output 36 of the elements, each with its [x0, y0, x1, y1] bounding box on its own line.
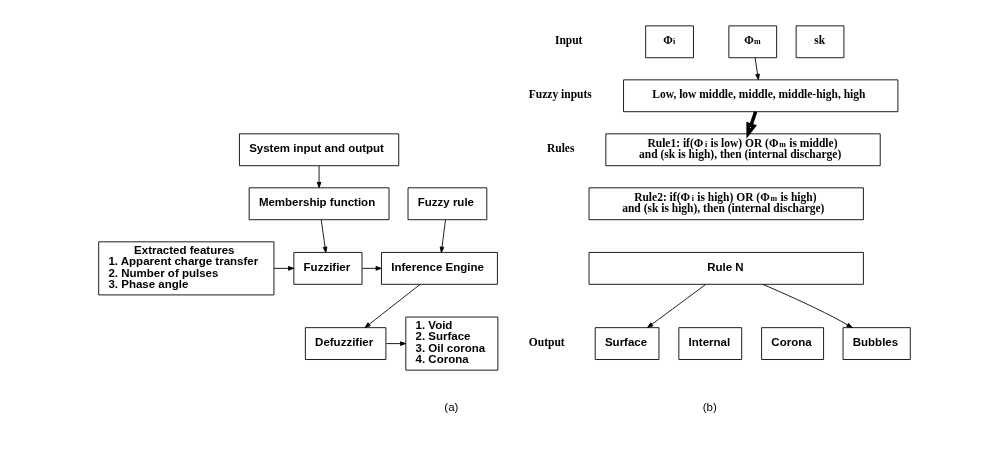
- node-box: Fuzzy rule: [407, 187, 487, 221]
- node-box: Fuzzifier: [292, 252, 362, 285]
- label: (a): [443, 401, 458, 414]
- node-box: Defuzzifier: [304, 327, 386, 360]
- node-box: Membership function: [248, 187, 389, 221]
- label: (b): [702, 401, 717, 414]
- node-box: sk: [795, 25, 844, 59]
- label: Fuzzy inputs: [528, 87, 592, 100]
- node-box: Rule1: if(Φi is low) OR (Φm is middle) and (sk is high), then (internal discharge): [604, 133, 881, 167]
- node-box: Low, low middle, middle, middle-high, high: [622, 79, 898, 113]
- arrow: [316, 165, 321, 189]
- node-box: Extracted features 1. Apparent charge transfer 2. Number of pulses 3. Phase angle: [97, 241, 274, 296]
- node-box: Rule2: if(Φi is high) OR (Φm is high) and (sk is high), then (internal discharge): [588, 187, 864, 221]
- node-box: Φi: [644, 25, 694, 59]
- label: Rules: [546, 141, 574, 154]
- arrow: [754, 57, 760, 81]
- arrow: [320, 219, 327, 253]
- arrow: [745, 111, 757, 139]
- arrow: [361, 266, 382, 271]
- arrow: [761, 283, 853, 328]
- arrow: [364, 284, 420, 328]
- arrow: [439, 219, 446, 253]
- node-box: Internal: [677, 327, 742, 360]
- arrow: [646, 284, 706, 328]
- node-box: 1. Void 2. Surface 3. Oil corona 4. Corona: [404, 316, 498, 371]
- label: Output: [528, 335, 565, 348]
- node-box: Inference Engine: [380, 252, 498, 285]
- arrow: [385, 341, 406, 346]
- node-box: Surface: [594, 327, 659, 360]
- node-box: Bubbles: [842, 327, 911, 360]
- node-box: Corona: [760, 327, 824, 360]
- node-box: System input and output: [238, 133, 399, 167]
- node-box: Rule N: [588, 252, 864, 285]
- node-box: Φm: [727, 25, 777, 59]
- arrow: [273, 266, 294, 271]
- label: Input: [554, 33, 582, 46]
